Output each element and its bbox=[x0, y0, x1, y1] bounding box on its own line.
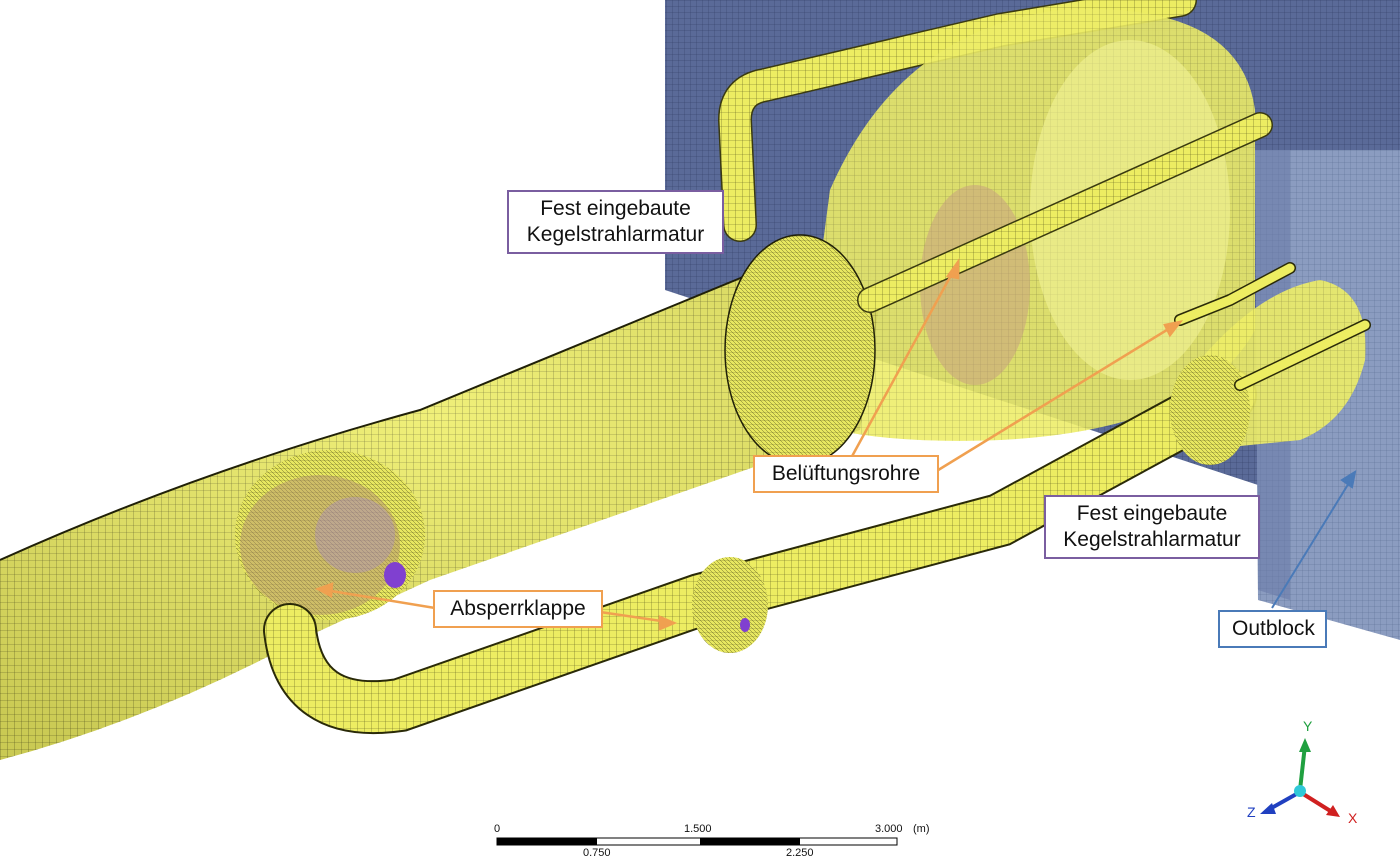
callout-kegelstrahlarmatur-right: Fest eingebaute Kegelstrahlarmatur bbox=[1044, 495, 1260, 559]
right-ventilation-pipe bbox=[857, 112, 1273, 313]
outblock-arrow bbox=[1271, 469, 1357, 609]
callout-belueftungsrohre: Belüftungsrohre bbox=[753, 455, 939, 493]
callout-line2: Kegelstrahlarmatur bbox=[1063, 528, 1241, 551]
callout-absperrklappe: Absperrklappe bbox=[433, 590, 603, 628]
axis-x-label: X bbox=[1348, 810, 1358, 826]
axis-triad: Y Z X bbox=[1247, 718, 1358, 826]
axis-z-label: Z bbox=[1247, 804, 1256, 820]
lower-bypass-pipe bbox=[263, 368, 1257, 735]
callout-line2: Kegelstrahlarmatur bbox=[526, 223, 705, 246]
upper-ventilation-pipe bbox=[717, 0, 1197, 242]
scale-unit: (m) bbox=[913, 823, 930, 835]
scale-label-0750: 0.750 bbox=[583, 847, 611, 859]
upper-cone-flange bbox=[724, 234, 876, 466]
main-pipe bbox=[0, 269, 880, 760]
scale-label-3000: 3.000 bbox=[875, 823, 903, 835]
callout-kegelstrahlarmatur-top: Fest eingebaute Kegelstrahlarmatur bbox=[507, 190, 724, 254]
lower-cone-valve bbox=[1170, 262, 1371, 465]
callout-arrows bbox=[314, 258, 1184, 631]
axis-y-label: Y bbox=[1303, 718, 1313, 734]
scale-label-0: 0 bbox=[494, 823, 501, 835]
scale-label-1500: 1.500 bbox=[684, 823, 712, 835]
scale-bar bbox=[496, 837, 898, 846]
callout-line1: Fest eingebaute bbox=[1076, 502, 1228, 525]
callout-line1: Fest eingebaute bbox=[540, 197, 691, 220]
scale-label-2250: 2.250 bbox=[786, 847, 814, 859]
callout-outblock: Outblock bbox=[1218, 610, 1327, 648]
butterfly-valve-large bbox=[235, 450, 425, 620]
